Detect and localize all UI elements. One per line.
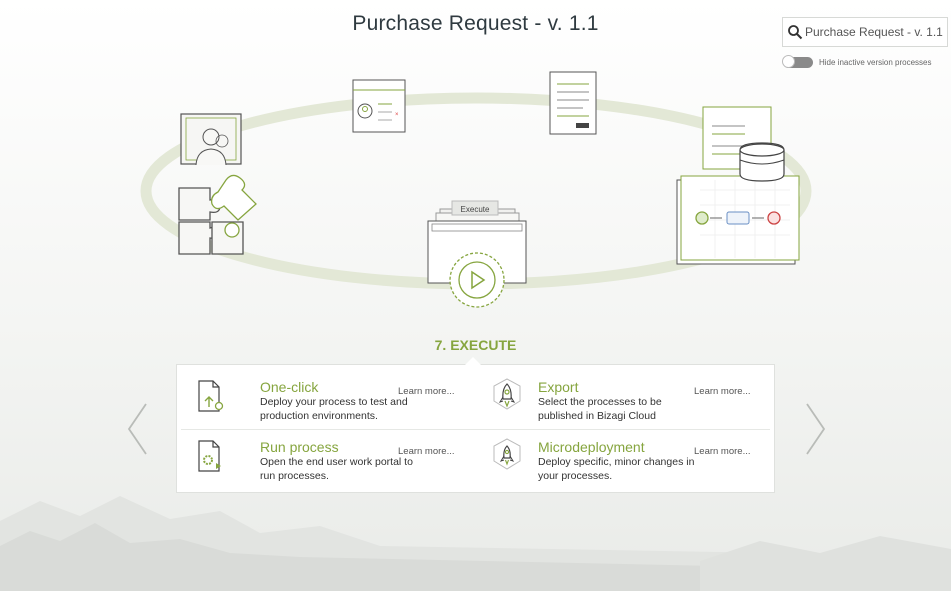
search-box[interactable] — [782, 17, 948, 47]
people-model-icon — [180, 113, 242, 166]
learn-more-link[interactable]: Learn more... — [398, 446, 455, 457]
option-run-process[interactable]: Run process Open the end user work porta… — [195, 427, 485, 485]
next-arrow-icon[interactable] — [803, 402, 827, 456]
search-input[interactable] — [803, 25, 947, 39]
learn-more-link[interactable]: Learn more... — [694, 386, 751, 397]
previous-arrow-icon[interactable] — [126, 402, 150, 456]
panel-pointer — [465, 357, 481, 365]
document-icon — [549, 71, 597, 135]
execute-window-icon — [427, 200, 527, 308]
option-description: Deploy specific, minor changes in your p… — [538, 456, 695, 482]
svg-text:×: × — [395, 112, 399, 118]
option-title: Export — [538, 379, 579, 395]
process-lifecycle-illustration: × Execute — [140, 71, 812, 308]
execute-options-panel: One-click Deploy your process to test an… — [176, 357, 775, 493]
page-title: Purchase Request - v. 1.1 — [352, 12, 599, 35]
hide-inactive-toggle-row[interactable]: Hide inactive version processes — [782, 55, 932, 68]
form-designer-icon: × — [352, 79, 406, 133]
option-description: Select the processes to be published in … — [538, 396, 662, 422]
panel-divider — [181, 429, 770, 430]
learn-more-link[interactable]: Learn more... — [694, 446, 751, 457]
rocket-export-icon — [493, 378, 521, 410]
option-title: Microdeployment — [538, 439, 645, 455]
option-description: Deploy your process to test and producti… — [260, 396, 408, 422]
hide-inactive-toggle[interactable] — [782, 55, 813, 68]
hide-inactive-label: Hide inactive version processes — [819, 58, 932, 67]
microdeployment-rocket-icon — [493, 438, 521, 470]
puzzle-icon — [178, 174, 257, 255]
option-title: Run process — [260, 439, 339, 455]
option-one-click[interactable]: One-click Deploy your process to test an… — [195, 367, 485, 425]
run-process-icon — [198, 440, 221, 472]
one-click-deploy-icon — [198, 380, 224, 412]
option-export[interactable]: Export Select the processes to be publis… — [473, 367, 763, 425]
option-description: Open the end user work portal to run pro… — [260, 456, 413, 482]
option-microdeployment[interactable]: Microdeployment Deploy specific, minor c… — [473, 427, 763, 485]
section-title: 7. EXECUTE — [434, 337, 517, 353]
search-icon — [788, 25, 803, 40]
execute-button-label: Execute — [461, 205, 490, 214]
option-title: One-click — [260, 379, 319, 395]
background-mountains — [0, 496, 951, 591]
learn-more-link[interactable]: Learn more... — [398, 386, 455, 397]
process-diagram-database-icon — [676, 106, 800, 265]
